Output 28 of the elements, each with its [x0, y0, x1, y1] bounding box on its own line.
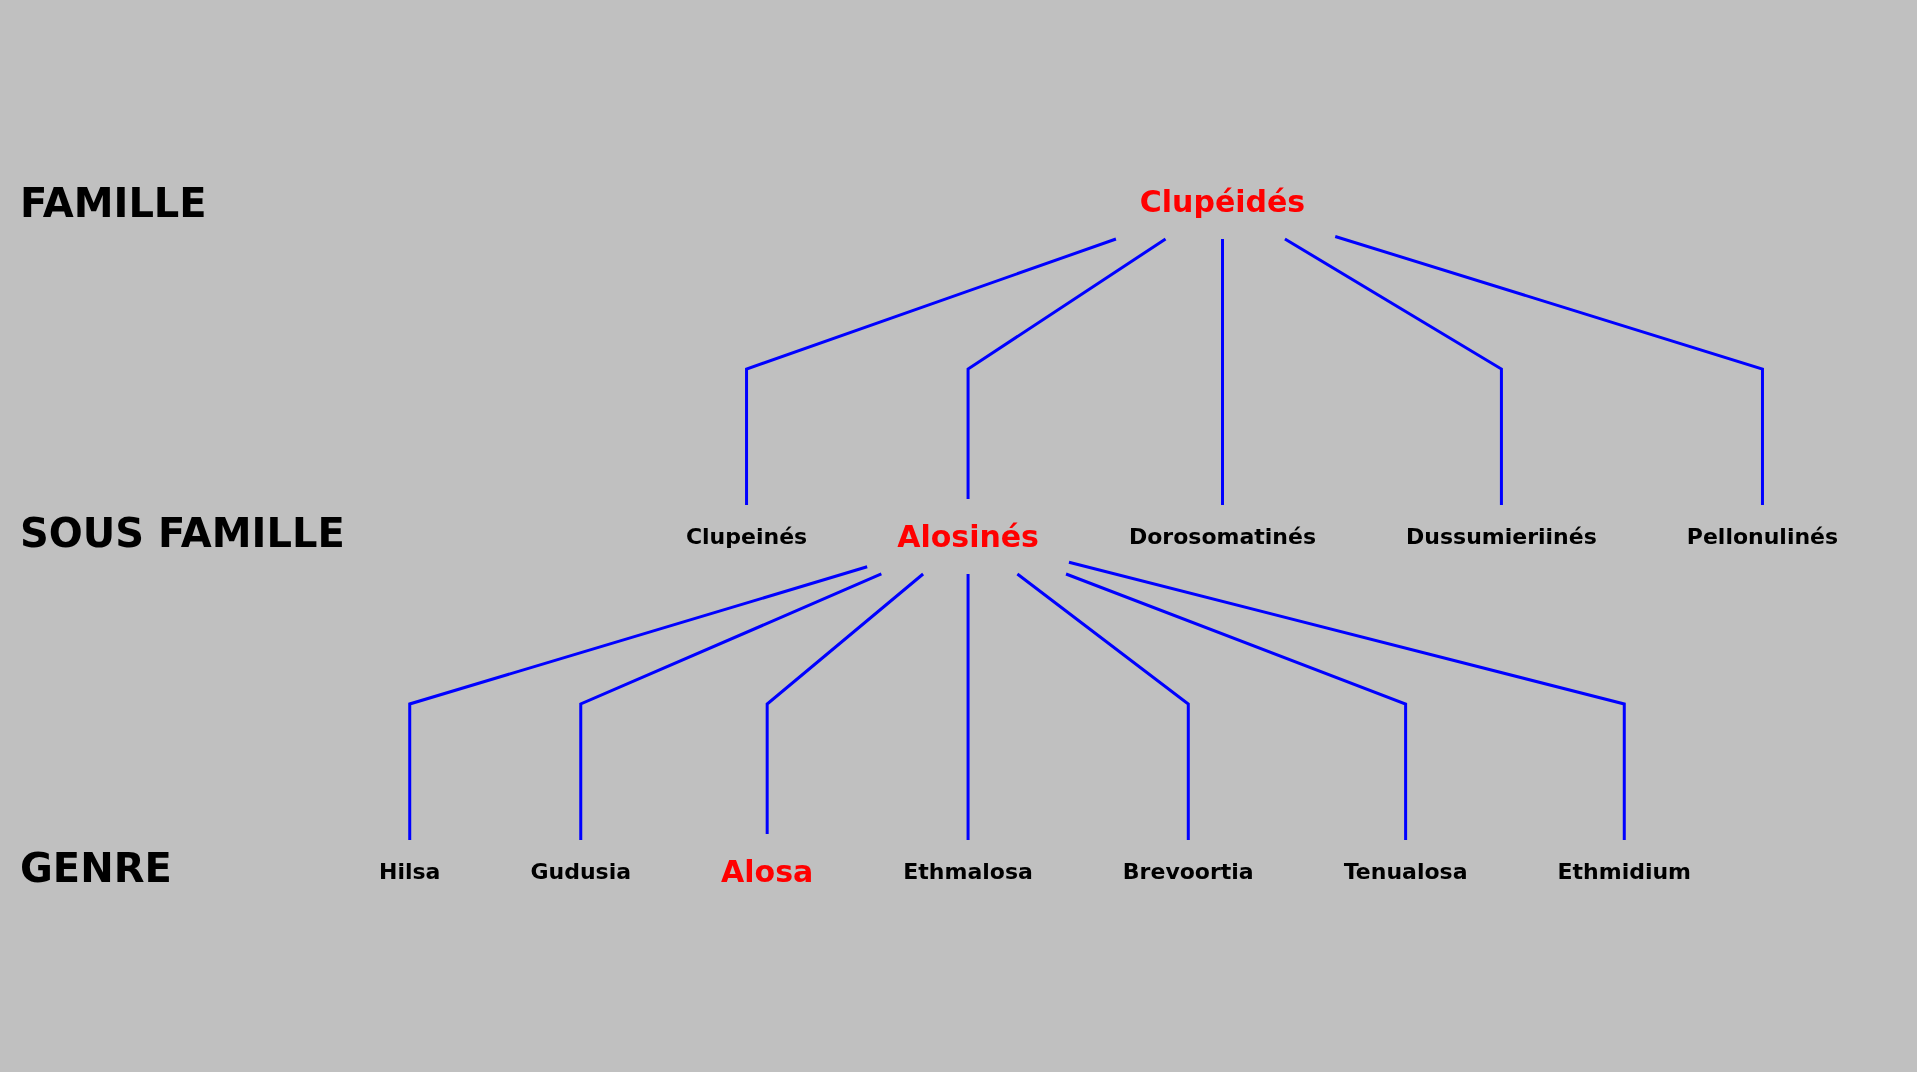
node-text: Dussumieriinés — [1405, 523, 1597, 549]
connector — [1284, 237, 1503, 505]
connector — [765, 572, 924, 834]
connector — [966, 573, 970, 840]
connector — [966, 237, 1167, 499]
node-text: Clupeinés — [685, 523, 808, 549]
node-text: Alosa — [720, 853, 814, 889]
connector — [1016, 572, 1190, 840]
node-text: Hilsa — [378, 858, 441, 884]
level-label: SOUS FAMILLE — [20, 510, 345, 556]
node-text: Ethmalosa — [903, 858, 1033, 884]
level-label: GENRE — [20, 845, 172, 891]
node-text: Dorosomatinés — [1128, 523, 1316, 549]
connector — [579, 572, 882, 840]
connector — [1334, 234, 1764, 505]
node-text: Tenualosa — [1343, 858, 1468, 884]
connector — [1065, 572, 1408, 840]
node-text: Pellonulinés — [1686, 523, 1839, 549]
node-text: Clupéidés — [1139, 183, 1306, 219]
connector — [1068, 560, 1626, 840]
connector — [1220, 238, 1224, 505]
level-label: FAMILLE — [20, 180, 207, 226]
connector — [744, 237, 1117, 505]
node-text: Brevoortia — [1122, 858, 1254, 884]
node-text: Ethmidium — [1557, 858, 1691, 884]
connector — [408, 564, 868, 840]
node-text: Alosinés — [897, 518, 1039, 554]
node-text: Gudusia — [530, 858, 631, 884]
